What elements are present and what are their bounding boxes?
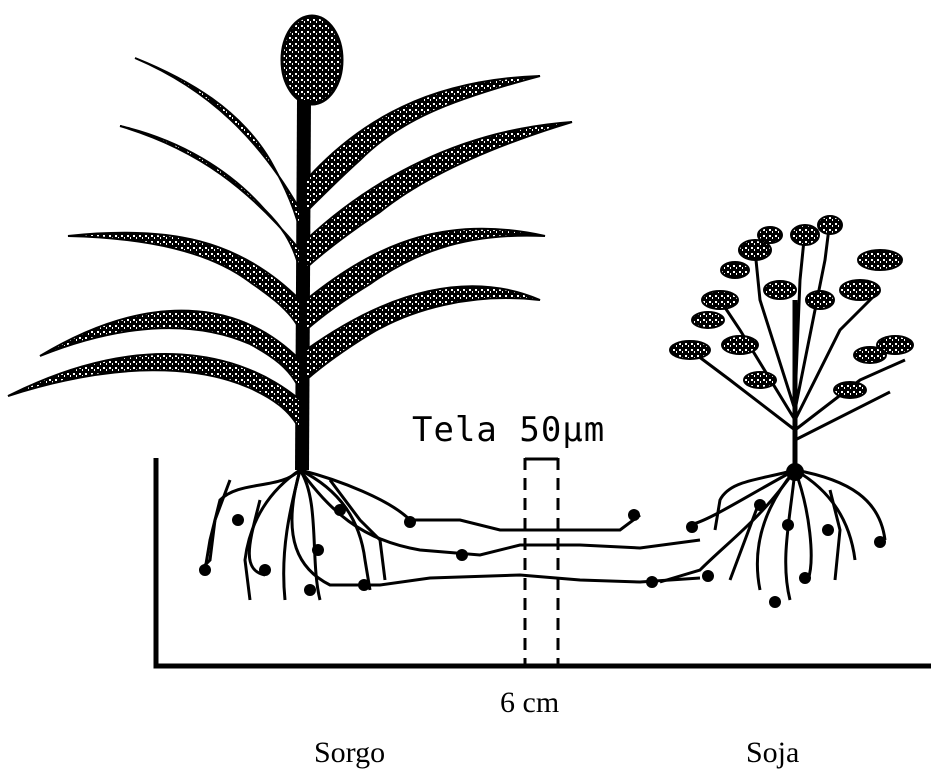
mesh-divider [525,458,558,666]
sorghum-roots [200,470,700,600]
sorghum-label: Sorgo [314,736,385,770]
soybean-leaves [670,216,913,398]
distance-label: 6 cm [500,686,559,720]
sorghum-panicle [282,16,342,104]
soybean-label: Soja [746,736,799,770]
sorghum-stem [302,100,304,470]
container-box [156,458,931,666]
sorghum-plant [8,16,700,600]
soybean-plant [646,216,913,608]
mesh-label: Tela 50µm [412,410,605,450]
sorghum-leaves [8,58,572,430]
soybean-roots [660,470,885,600]
